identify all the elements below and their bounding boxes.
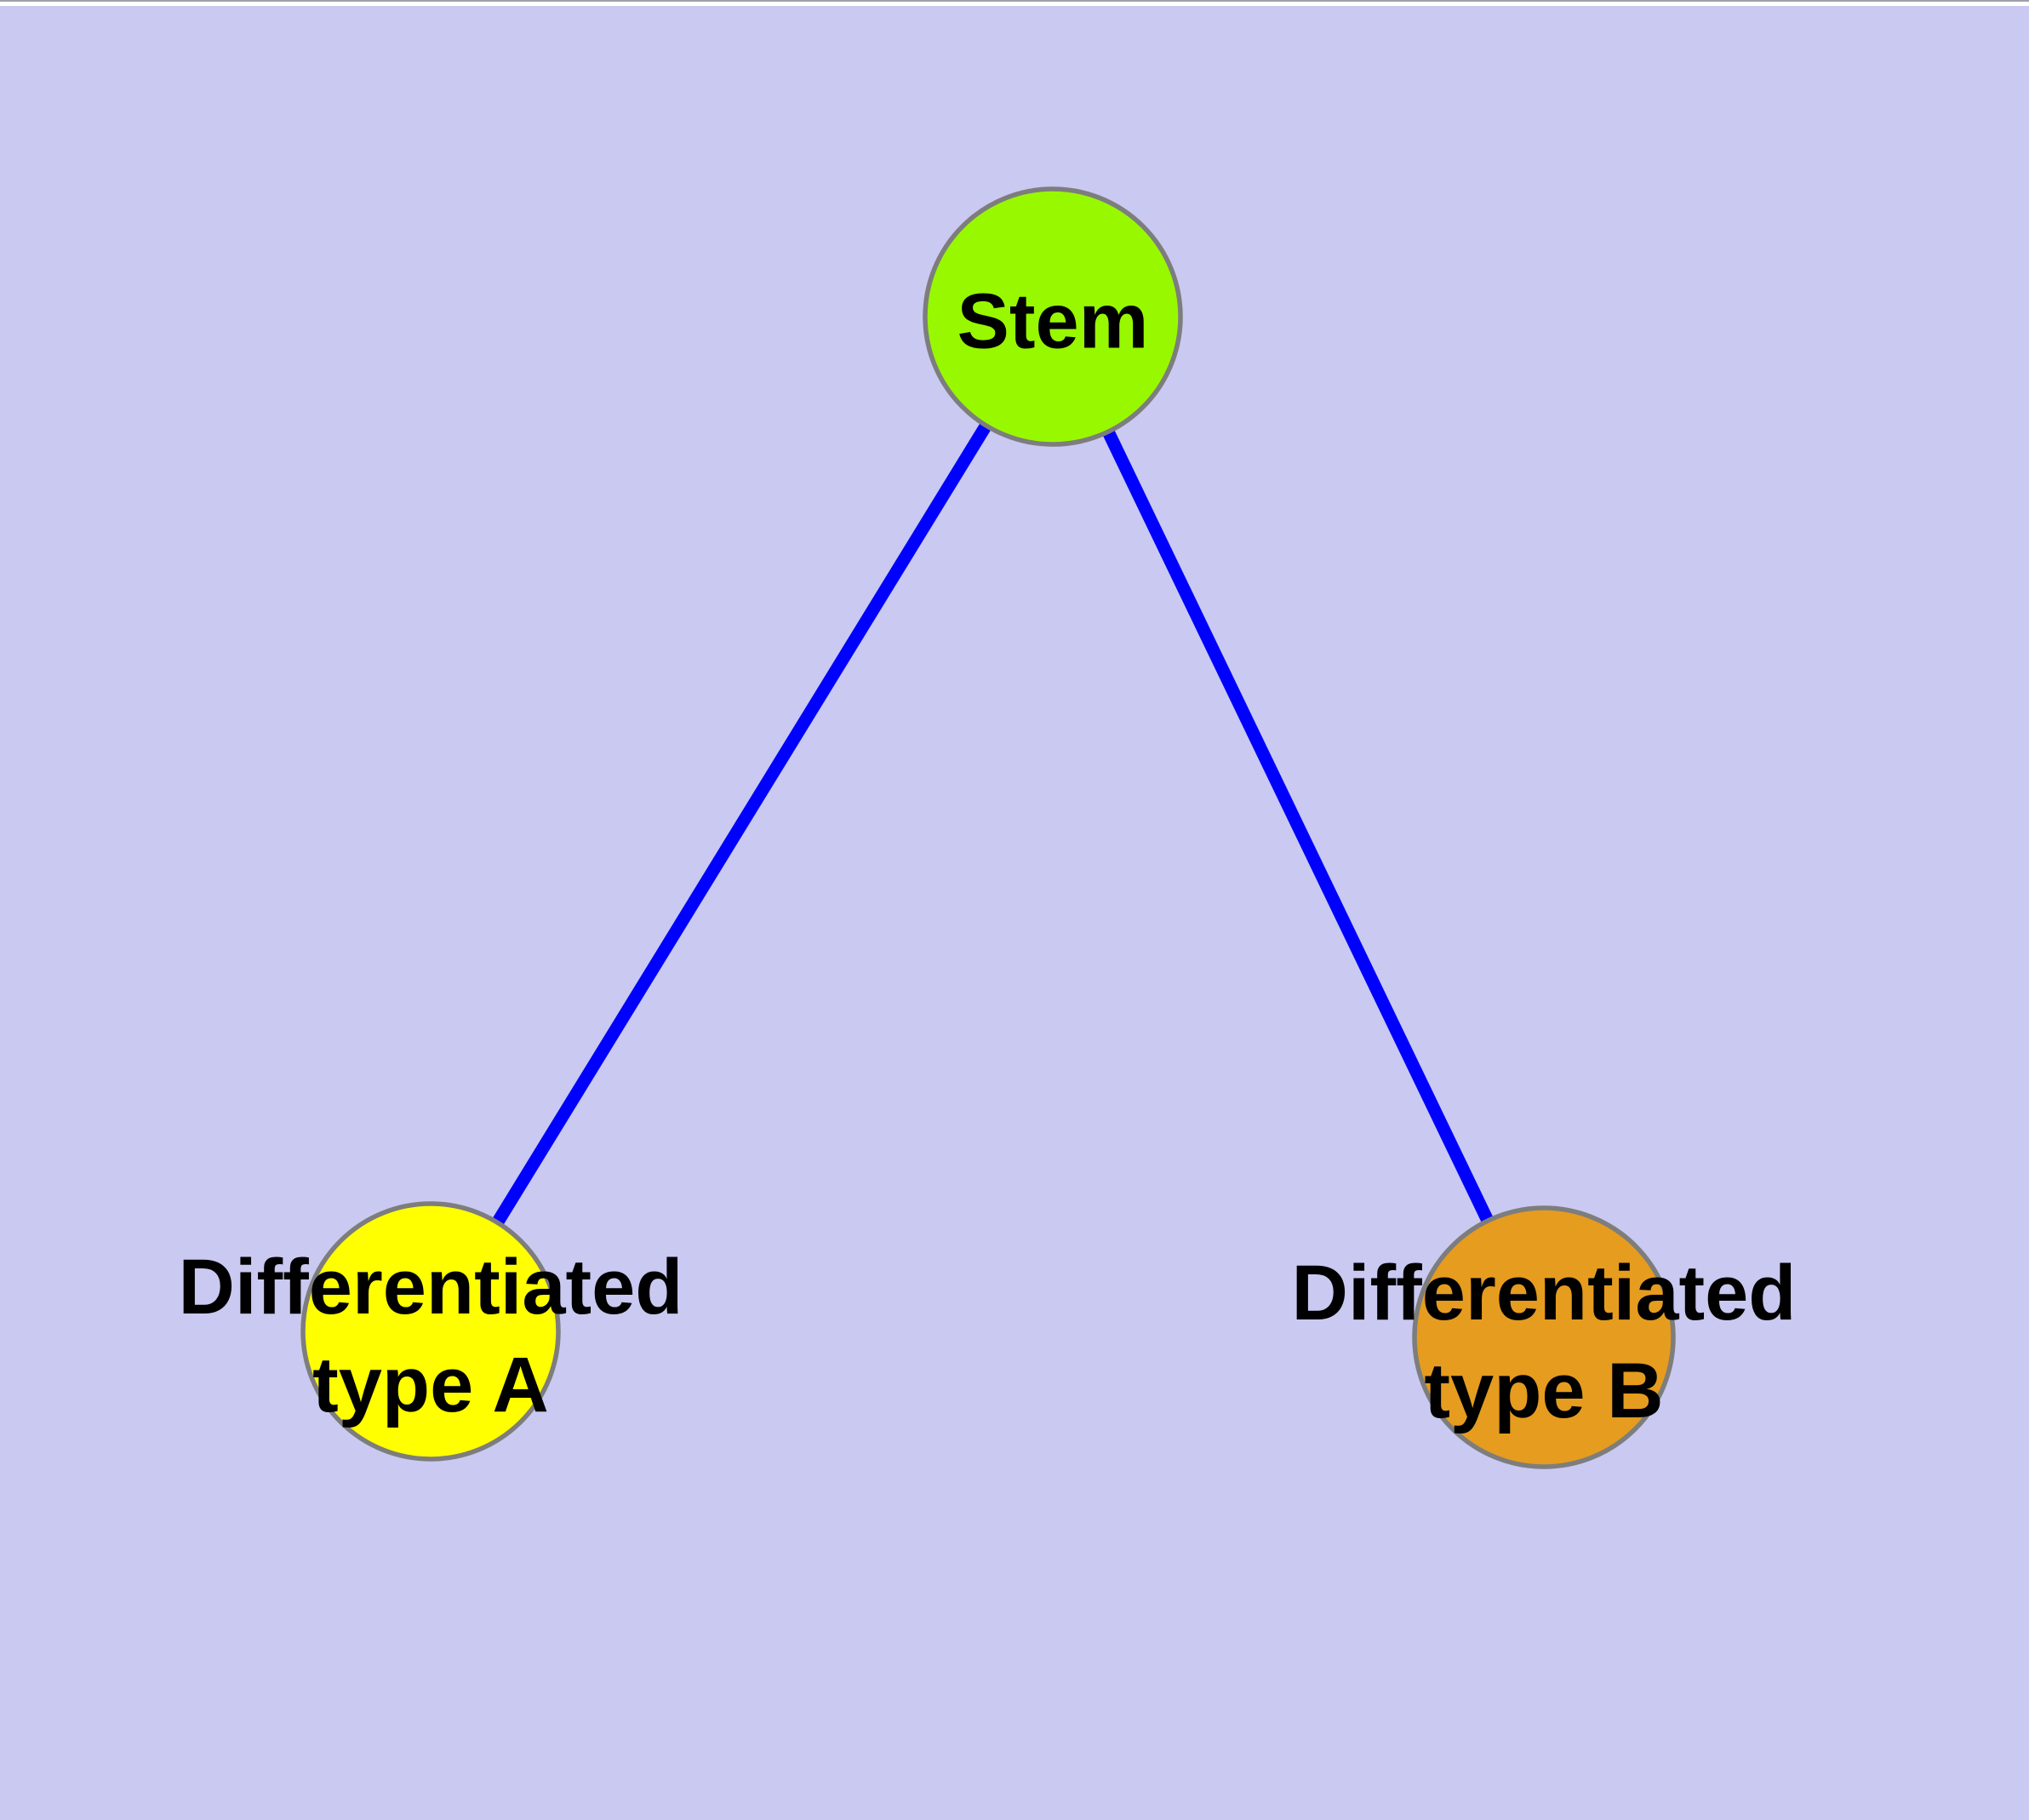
node-differentiated-type-a — [300, 1201, 561, 1462]
edge-stem-to-type-b — [1047, 313, 1550, 1341]
node-stem — [923, 186, 1183, 447]
top-white-strip — [0, 2, 2029, 6]
top-border-line — [0, 0, 2029, 2]
node-differentiated-type-b — [1412, 1205, 1676, 1469]
edge-stem-to-type-a — [425, 313, 1059, 1335]
